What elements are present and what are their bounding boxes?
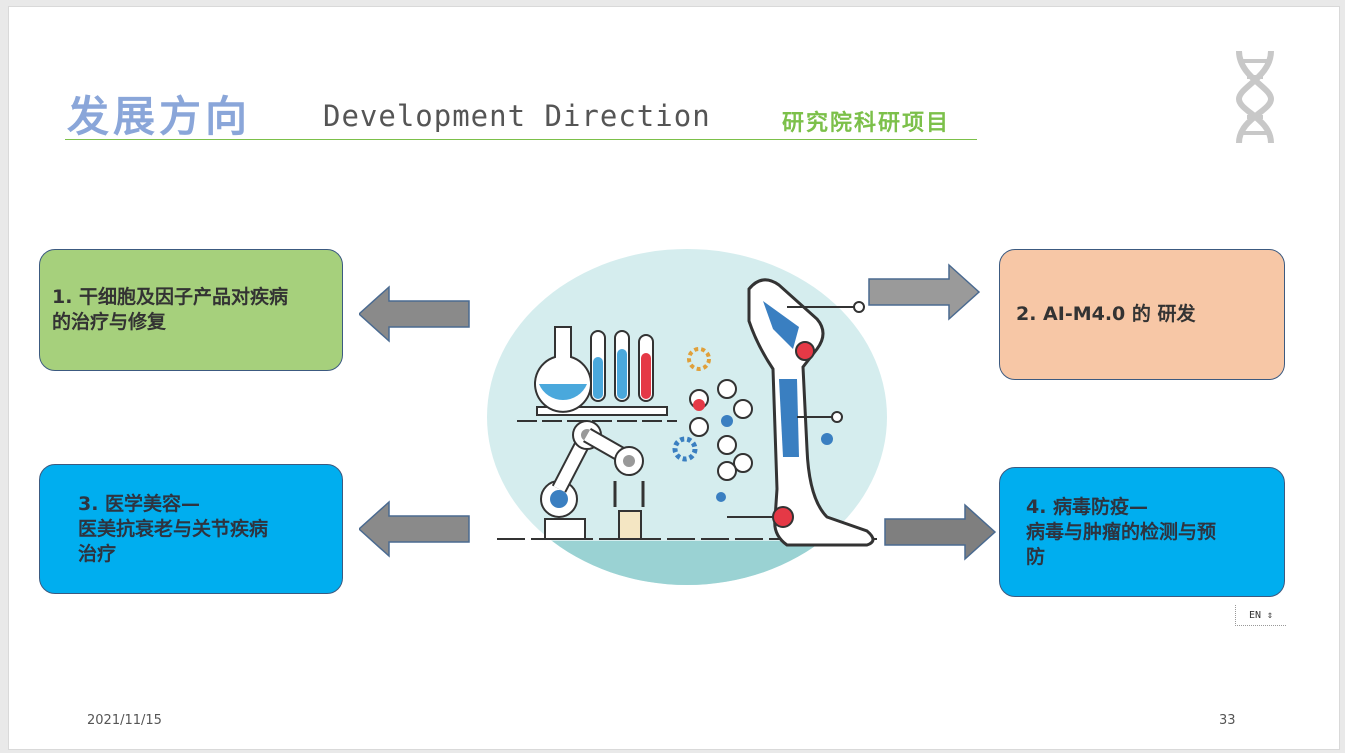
direction-box-2-line1: 2. AI-M4.0 的 研发	[1016, 303, 1196, 325]
direction-box-4-line1: 4. 病毒防疫—	[1026, 495, 1149, 518]
direction-box-4-line3: 防	[1026, 545, 1046, 568]
arrow-left-icon	[359, 285, 470, 343]
arrow-right-icon	[868, 263, 981, 321]
direction-box-2: 2. AI-M4.0 的 研发	[999, 249, 1285, 380]
direction-box-3-line3: 治疗	[78, 542, 117, 565]
direction-box-3: 3. 医学美容— 医美抗衰老与关节疾病 治疗	[39, 464, 343, 594]
lab-robot-illustration	[487, 249, 887, 585]
dna-icon	[1235, 50, 1275, 144]
arrow-left-icon	[359, 500, 470, 558]
direction-box-1-line1: 1. 干细胞及因子产品对疾病	[52, 286, 289, 308]
page-number: 33	[1219, 713, 1236, 728]
direction-box-4: 4. 病毒防疫— 病毒与肿瘤的检测与预 防	[999, 467, 1285, 597]
direction-box-1: 1. 干细胞及因子产品对疾病 的治疗与修复	[39, 249, 343, 371]
direction-box-1-line2: 的治疗与修复	[52, 311, 167, 333]
slide: 发展方向 Development Direction 研究院科研项目 1. 干细…	[8, 6, 1340, 750]
title-divider	[65, 139, 977, 140]
input-language-indicator[interactable]: EN ⇕	[1235, 605, 1286, 626]
page-title-en: Development Direction	[323, 99, 711, 133]
direction-box-3-line2: 医美抗衰老与关节疾病	[78, 517, 269, 540]
direction-box-4-line2: 病毒与肿瘤的检测与预	[1026, 520, 1217, 543]
ime-toggle-icon[interactable]: ⇕	[1267, 609, 1274, 621]
footer-date: 2021/11/15	[87, 713, 162, 728]
page-subtitle: 研究院科研项目	[782, 111, 951, 136]
direction-box-3-line1: 3. 医学美容—	[78, 492, 201, 515]
page-title-cn: 发展方向	[67, 92, 252, 141]
ime-language-label: EN	[1248, 609, 1261, 621]
arrow-right-icon	[884, 503, 997, 561]
